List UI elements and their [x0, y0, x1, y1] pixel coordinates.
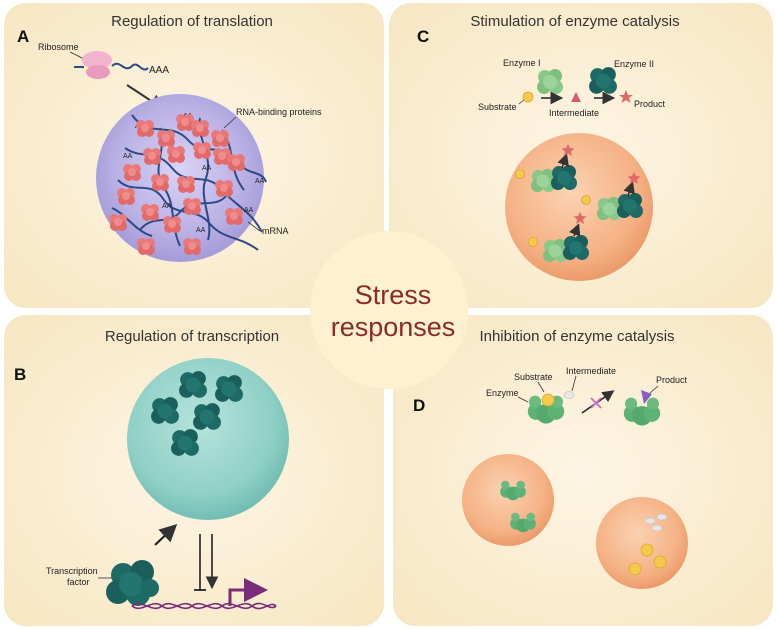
center-circle [310, 231, 468, 389]
enzyme-d-leader [517, 396, 529, 403]
panel-b-letter: B [14, 365, 26, 384]
tf-to-droplet-arrow [154, 523, 178, 546]
substrate-d-icon [541, 393, 555, 407]
polya-tail-label: AAA [149, 65, 169, 76]
enzyme-complex-2 [581, 172, 643, 221]
tf-label-line2: factor [67, 577, 90, 587]
substrate-label: Substrate [478, 102, 517, 112]
aa-label: AA [255, 178, 265, 185]
enzyme-ii-icon [589, 67, 617, 94]
tf-label-line1: Transcription [46, 566, 98, 576]
panel-d [393, 315, 773, 626]
panel-c-title: Stimulation of enzyme catalysis [470, 13, 679, 30]
center-hub: Stress responses [310, 231, 468, 389]
panel-d-letter: D [413, 396, 425, 415]
product-d-icon [641, 390, 652, 404]
orange-droplet-c [505, 133, 653, 281]
panel-d-bg [393, 315, 773, 626]
intermediate-d-icon [563, 391, 575, 399]
enzyme-label-d: Enzyme [486, 388, 519, 398]
panel-a-content: Ribosome AAA AA AA AA AA AA AA AA [38, 42, 322, 262]
enzyme-ii-label: Enzyme II [614, 59, 654, 69]
enzyme-i-label: Enzyme I [503, 58, 541, 68]
panel-d-title: Inhibition of enzyme catalysis [479, 328, 674, 345]
substrate-label-d: Substrate [514, 372, 553, 382]
intermediate-label: Intermediate [549, 108, 599, 118]
substrate-d-leader [537, 381, 545, 393]
intermediate-icon [571, 92, 581, 102]
rbp-leader-line [223, 116, 237, 129]
rbp-label: RNA-binding proteins [236, 107, 322, 117]
ribosome-icon [82, 51, 112, 79]
enzyme-i-icon [537, 69, 563, 94]
blocked-x-icon [590, 397, 602, 409]
panel-b-title: Regulation of transcription [105, 328, 279, 345]
aa-label: AA [162, 203, 172, 210]
orange-droplet-d2 [596, 497, 688, 589]
product-label-d: Product [656, 375, 688, 385]
product-d-leader [649, 385, 659, 394]
intermediates-in-droplet [644, 513, 668, 532]
panel-c-letter: C [417, 27, 429, 46]
ribosome-mrna-strand [74, 62, 149, 71]
panel-d-content: Substrate Intermediate Enzyme Product [462, 366, 688, 589]
substrates-in-droplet [628, 543, 667, 576]
substrate-icon [522, 91, 534, 103]
mrna-leader-line [247, 221, 261, 232]
mrna-label: mRNA [262, 226, 289, 236]
center-title-line1: Stress [355, 280, 432, 310]
product-star-icon [619, 90, 633, 103]
panel-c-content: Enzyme I Enzyme II Substrate Intermediat… [478, 58, 666, 281]
orange-droplet-d1 [462, 454, 554, 546]
product-label: Product [634, 99, 666, 109]
transcription-factor-icon [106, 560, 159, 606]
aa-label: AA [202, 165, 212, 172]
aa-label: AA [244, 207, 254, 214]
panel-b-content: Transcription factor [46, 358, 289, 610]
ribosome-label: Ribosome [38, 42, 79, 52]
dna-helix [131, 602, 277, 610]
center-title-line2: responses [331, 312, 456, 342]
teal-droplet [127, 358, 289, 520]
panel-a-title: Regulation of translation [111, 13, 273, 30]
enzyme-complex-3 [528, 212, 589, 263]
transcription-start-arrow [228, 578, 268, 606]
enzyme-complex-1 [515, 144, 577, 193]
intermediate-label-d: Intermediate [566, 366, 616, 376]
aa-label: AA [123, 153, 133, 160]
panel-a-letter: A [17, 27, 29, 46]
aa-label: AA [196, 227, 206, 234]
intermediate-d-leader [571, 375, 577, 392]
